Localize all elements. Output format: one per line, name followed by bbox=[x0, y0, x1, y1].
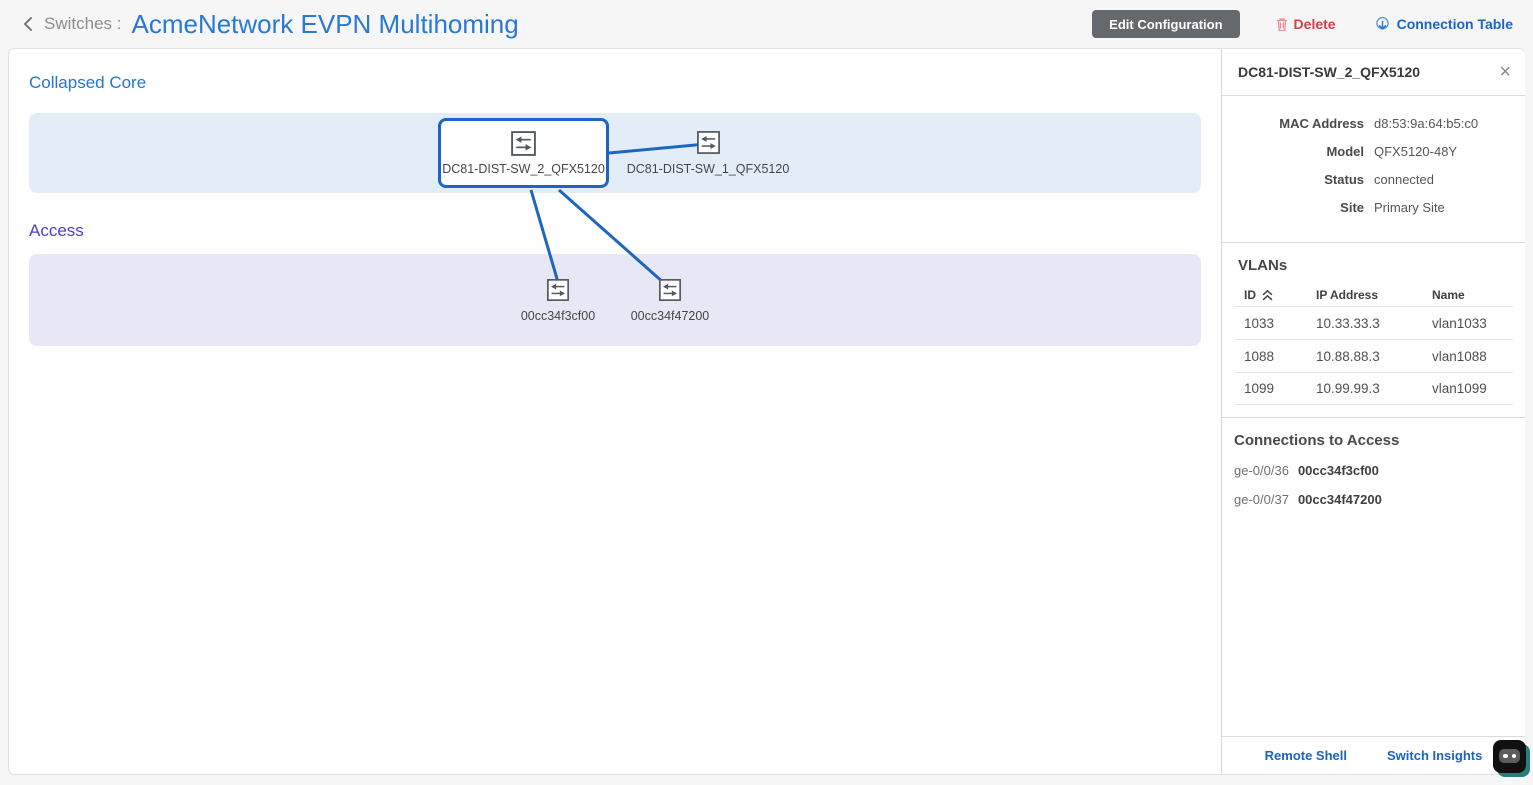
robot-face-icon bbox=[1493, 740, 1526, 773]
node-label: 00cc34f3cf00 bbox=[520, 309, 596, 323]
vlans-header-id[interactable]: ID bbox=[1244, 288, 1316, 302]
robot-eye bbox=[1511, 753, 1516, 759]
connections-title: Connections to Access bbox=[1234, 432, 1400, 449]
detail-row-model: Model QFX5120-48Y bbox=[1222, 144, 1509, 159]
vlan-id: 1088 bbox=[1244, 348, 1275, 364]
panel-header: DC81-DIST-SW_2_QFX5120 × bbox=[1222, 49, 1525, 96]
detail-row-mac: MAC Address d8:53:9a:64:b5:c0 bbox=[1222, 116, 1509, 131]
vlans-header-ip[interactable]: IP Address bbox=[1316, 288, 1379, 302]
node-label: 00cc34f47200 bbox=[630, 309, 710, 323]
section-heading-collapsed-core: Collapsed Core bbox=[29, 73, 147, 92]
node-label: DC81-DIST-SW_1_QFX5120 bbox=[626, 162, 790, 176]
mac-address-value: d8:53:9a:64:b5:c0 bbox=[1374, 116, 1479, 131]
collapsed-core-band bbox=[29, 113, 1201, 193]
connection-device[interactable]: 00cc34f47200 bbox=[1297, 492, 1382, 507]
switch-icon bbox=[696, 130, 721, 155]
vlan-name: vlan1033 bbox=[1432, 315, 1487, 331]
detail-label: Model bbox=[1326, 144, 1364, 159]
node-label: DC81-DIST-SW_2_QFX5120 bbox=[442, 162, 605, 176]
chat-widget-button[interactable] bbox=[1493, 740, 1530, 777]
site-value: Primary Site bbox=[1374, 200, 1445, 215]
node-00cc34f3cf00[interactable]: 00cc34f3cf00 bbox=[488, 278, 628, 323]
panel-title: DC81-DIST-SW_2_QFX5120 bbox=[1238, 64, 1421, 80]
vlans-table: ID IP Address Name 1033 10.33.33.3 vlan1… bbox=[1234, 284, 1513, 405]
connection-port: ge-0/0/37 bbox=[1234, 492, 1289, 507]
page-header: Switches : AcmeNetwork EVPN Multihoming … bbox=[0, 0, 1533, 48]
close-icon[interactable]: × bbox=[1499, 61, 1511, 83]
vlan-id: 1099 bbox=[1244, 381, 1275, 396]
sort-ascending-icon bbox=[1262, 289, 1273, 301]
connection-table-button[interactable]: Connection Table bbox=[1374, 16, 1513, 33]
divider bbox=[1222, 417, 1525, 418]
remote-shell-link[interactable]: Remote Shell bbox=[1264, 748, 1347, 763]
connection-row: ge-0/0/37 00cc34f47200 bbox=[1234, 492, 1513, 507]
vlan-ip: 10.88.88.3 bbox=[1316, 348, 1380, 364]
vlan-ip: 10.99.99.3 bbox=[1316, 381, 1380, 396]
vlans-title: VLANs bbox=[1238, 257, 1288, 274]
vlan-id: 1033 bbox=[1244, 315, 1275, 331]
panel-footer: Remote Shell Switch Insights bbox=[1222, 736, 1525, 774]
vlans-header-row: ID IP Address Name bbox=[1234, 284, 1513, 306]
robot-screen bbox=[1499, 749, 1520, 763]
topology-canvas: Collapsed Core Access DC81-DIST-SW_2_QFX… bbox=[9, 49, 1222, 774]
topology-links bbox=[529, 142, 707, 293]
node-dc81-dist-sw-1[interactable]: DC81-DIST-SW_1_QFX5120 bbox=[622, 130, 794, 176]
status-value: connected bbox=[1374, 172, 1434, 187]
vlan-name: vlan1088 bbox=[1432, 348, 1487, 364]
main-card: Collapsed Core Access DC81-DIST-SW_2_QFX… bbox=[8, 48, 1525, 775]
divider bbox=[1222, 242, 1525, 243]
switch-icon bbox=[546, 278, 570, 302]
connection-row: ge-0/0/36 00cc34f3cf00 bbox=[1234, 463, 1513, 478]
switch-icon bbox=[510, 130, 537, 157]
column-label: ID bbox=[1244, 288, 1256, 302]
robot-eye bbox=[1503, 753, 1508, 759]
back-chevron-icon[interactable] bbox=[18, 14, 38, 34]
detail-label: Status bbox=[1324, 172, 1364, 187]
vlan-row[interactable]: 1088 10.88.88.3 vlan1088 bbox=[1234, 339, 1513, 372]
section-heading-access: Access bbox=[29, 221, 84, 240]
switch-details-panel: DC81-DIST-SW_2_QFX5120 × MAC Address d8:… bbox=[1221, 49, 1525, 774]
breadcrumb: Switches : bbox=[44, 14, 122, 33]
vlan-ip: 10.33.33.3 bbox=[1316, 315, 1380, 331]
connection-table-label: Connection Table bbox=[1396, 16, 1513, 32]
switch-insights-link[interactable]: Switch Insights bbox=[1387, 748, 1483, 763]
vlans-header-name[interactable]: Name bbox=[1432, 288, 1465, 302]
connections-section: Connections to Access ge-0/0/36 00cc34f3… bbox=[1222, 418, 1525, 507]
vlan-row[interactable]: 1099 10.99.99.3 vlan1099 bbox=[1234, 372, 1513, 405]
edit-configuration-button[interactable]: Edit Configuration bbox=[1092, 10, 1240, 38]
detail-rows: MAC Address d8:53:9a:64:b5:c0 Model QFX5… bbox=[1222, 96, 1525, 242]
model-value: QFX5120-48Y bbox=[1374, 144, 1458, 159]
detail-label: MAC Address bbox=[1279, 116, 1364, 131]
detail-label: Site bbox=[1340, 200, 1364, 215]
delete-label: Delete bbox=[1293, 16, 1336, 32]
connection-port: ge-0/0/36 bbox=[1234, 463, 1289, 478]
node-dc81-dist-sw-2[interactable]: DC81-DIST-SW_2_QFX5120 bbox=[438, 118, 609, 188]
switch-icon bbox=[658, 278, 682, 302]
vlan-name: vlan1099 bbox=[1432, 381, 1487, 396]
node-00cc34f47200[interactable]: 00cc34f47200 bbox=[600, 278, 740, 323]
detail-row-site: Site Primary Site bbox=[1222, 200, 1509, 215]
vlans-section: VLANs ID IP Address Name 1033 10.33.33.3 bbox=[1222, 243, 1525, 409]
trash-icon bbox=[1276, 17, 1288, 32]
connection-device[interactable]: 00cc34f3cf00 bbox=[1297, 463, 1379, 478]
page-title: AcmeNetwork EVPN Multihoming bbox=[131, 8, 519, 39]
connection-table-icon bbox=[1374, 16, 1391, 33]
detail-row-status: Status connected bbox=[1222, 172, 1509, 187]
vlan-row[interactable]: 1033 10.33.33.3 vlan1033 bbox=[1234, 306, 1513, 339]
delete-button[interactable]: Delete bbox=[1276, 16, 1336, 32]
